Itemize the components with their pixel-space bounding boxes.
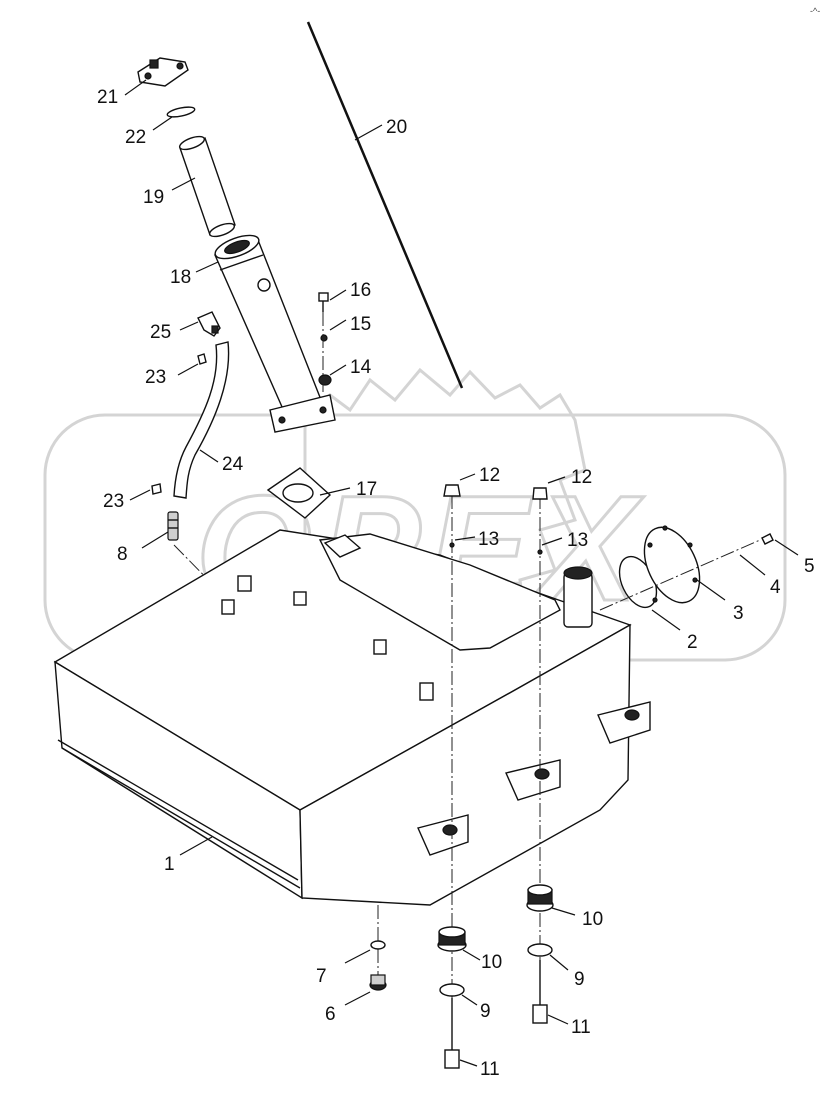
drain-valve: [167, 511, 179, 541]
callout-14: 14: [350, 357, 372, 378]
callout-5: 5: [804, 556, 815, 577]
washer-15: [320, 334, 328, 342]
isolator-10-left: [437, 926, 467, 952]
callout-25: 25: [150, 322, 171, 343]
callout-9-right: 9: [574, 969, 585, 990]
callout-7: 7: [316, 966, 327, 987]
callout-13-left: 13: [478, 529, 499, 550]
callout-3: 3: [733, 603, 744, 624]
callout-23-upper: 23: [145, 367, 166, 388]
nut-12-left: [443, 484, 461, 497]
callout-19: 19: [143, 187, 164, 208]
callout-11-right: 11: [571, 1017, 591, 1038]
hose-clamp-upper: [197, 353, 207, 365]
center-line-cover: [599, 539, 761, 611]
drain-plug-6: [369, 974, 387, 991]
nut-12-right: [532, 487, 548, 500]
washer-9-left: [439, 983, 465, 997]
vent-hose: [173, 341, 230, 499]
washer-13-right: [537, 549, 543, 555]
cover-plate-3: [643, 525, 701, 604]
isolator-10-right-top: [526, 884, 554, 912]
callout-11-left: 11: [480, 1059, 500, 1080]
callout-22: 22: [125, 127, 146, 148]
callout-2: 2: [687, 632, 698, 653]
callout-8: 8: [117, 544, 128, 565]
filler-cap: [137, 57, 189, 87]
filler-neck: [214, 234, 336, 433]
flange-plate-upper: [266, 467, 332, 519]
callout-15: 15: [350, 314, 371, 335]
callout-10-left: 10: [481, 952, 502, 973]
callout-labels: 21 22 19 20 18 16 25 15 14 23 24 12 12 1…: [97, 87, 815, 1080]
callout-4: 4: [770, 577, 781, 598]
callout-21: 21: [97, 87, 118, 108]
bolt-11-right: [532, 960, 548, 1024]
washer-13-left: [449, 542, 455, 548]
bolt-11-left: [444, 998, 460, 1069]
callout-6: 6: [325, 1004, 336, 1025]
callout-10-right: 10: [582, 909, 603, 930]
callout-17: 17: [356, 479, 377, 500]
washer-9-right: [527, 943, 553, 957]
center-line-drain: [173, 544, 229, 601]
callout-16: 16: [350, 280, 371, 301]
grommet-14: [318, 374, 332, 386]
elbow-fitting: [197, 311, 221, 337]
gasket-ring: [166, 106, 196, 118]
fuel-tank: [53, 529, 651, 906]
callout-23-lower: 23: [103, 491, 124, 512]
screw-5: [761, 533, 774, 545]
filler-strainer: [178, 135, 236, 238]
leader-lines: [124, 79, 799, 1067]
callout-9-left: 9: [480, 1001, 491, 1022]
callout-12-left: 12: [479, 465, 500, 486]
callout-18: 18: [170, 267, 191, 288]
hose-clamp-lower: [151, 483, 162, 495]
callout-1: 1: [164, 854, 175, 875]
washer-7: [370, 940, 386, 950]
callout-13-right: 13: [567, 530, 588, 551]
callout-20: 20: [386, 117, 407, 138]
dipstick-rod: [306, 21, 464, 389]
callout-24: 24: [222, 454, 244, 475]
corner-mark: -^-: [810, 6, 820, 16]
bolt-16: [318, 292, 329, 312]
callout-12-right: 12: [571, 467, 592, 488]
